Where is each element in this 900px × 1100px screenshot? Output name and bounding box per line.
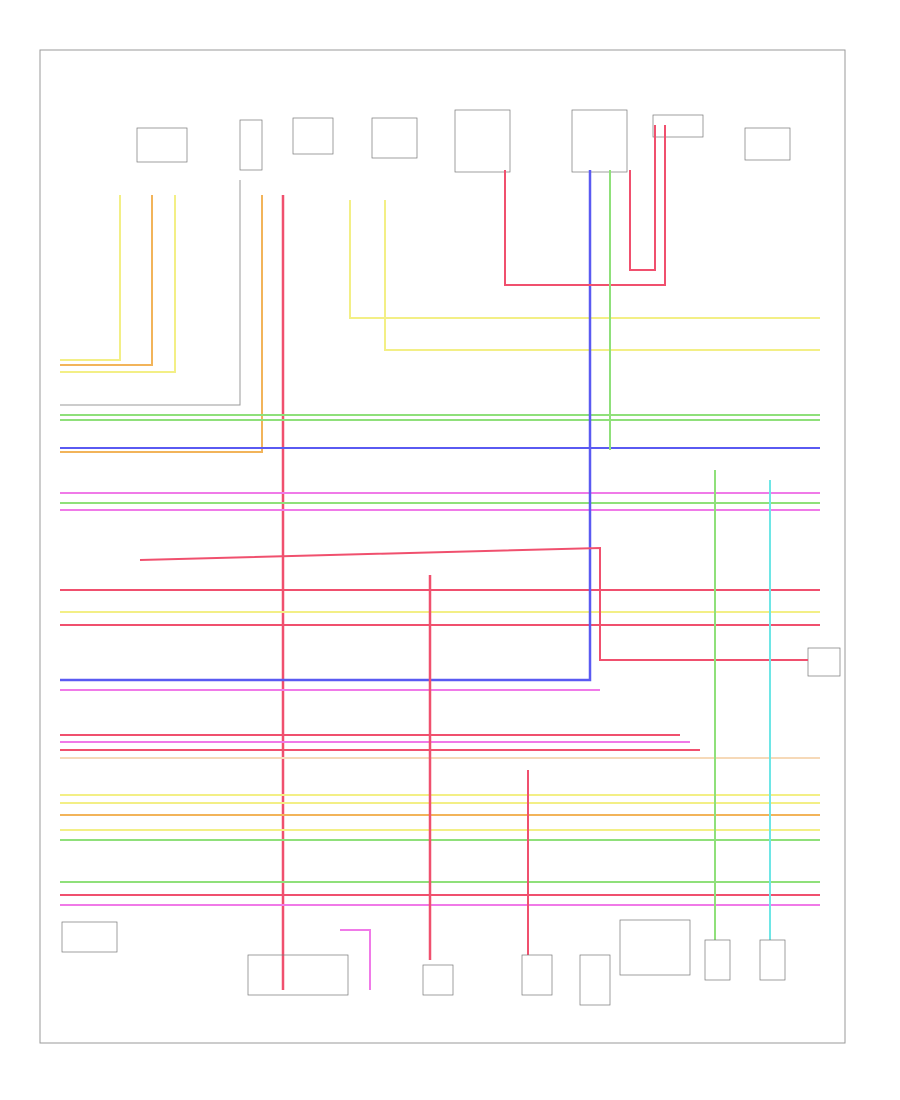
remote-connector xyxy=(652,114,704,138)
fuse-box-right xyxy=(371,117,418,159)
wire-red-rt2 xyxy=(629,125,656,271)
wire-gray-a xyxy=(60,180,241,406)
wire-red-rt1 xyxy=(504,125,666,286)
audio-unit xyxy=(521,954,553,996)
harness-wires xyxy=(60,125,820,990)
ground-connector-left xyxy=(61,921,118,953)
wire-yellow-b xyxy=(60,195,176,373)
top-components xyxy=(136,109,841,677)
bottom-components xyxy=(61,919,786,1006)
lighting-switch xyxy=(579,954,611,1006)
relay-box xyxy=(239,119,263,171)
right-speaker-connector xyxy=(571,109,628,173)
wire-red-rt3 xyxy=(139,546,808,661)
speaker-rr xyxy=(704,939,731,981)
fuel-pump-module xyxy=(247,954,349,996)
wire-orange-a xyxy=(60,195,153,366)
wire-blue-2 xyxy=(60,170,592,682)
wire-orange-b xyxy=(60,195,263,453)
antenna-module xyxy=(619,919,691,976)
fuse-box-left xyxy=(136,127,188,163)
wire-yellow-a xyxy=(60,195,121,361)
instrument-cluster xyxy=(422,964,454,996)
wire-yellow-d xyxy=(384,200,820,351)
left-speaker-connector xyxy=(454,109,511,173)
wire-yellow-c xyxy=(349,200,820,319)
wire-pink-bt xyxy=(340,929,371,990)
speaker-rf xyxy=(759,939,786,981)
remote-module-right xyxy=(807,647,841,677)
upper-right-module xyxy=(744,127,791,161)
switch-box xyxy=(292,117,334,155)
diagram-frame xyxy=(39,49,846,1044)
